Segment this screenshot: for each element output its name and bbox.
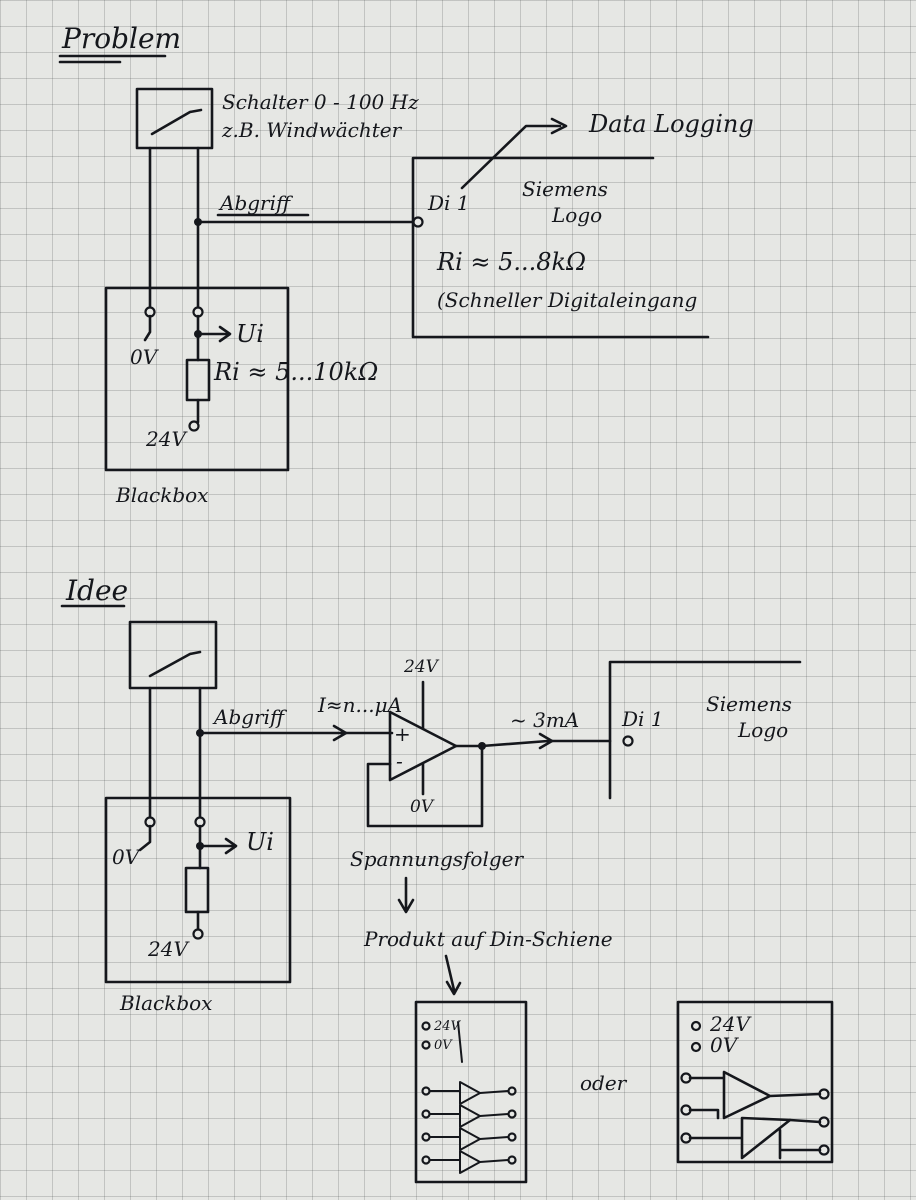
opamp-supply-24v: 24V (403, 657, 440, 677)
problem-switch-box (135, 87, 214, 150)
problem-heading-underline (58, 54, 167, 64)
idea-follower-arrow (397, 876, 415, 914)
idea-current-in: I≈n...μA (317, 693, 402, 717)
problem-logging-arrowhead (550, 117, 568, 135)
problem-switch-label-1: Schalter 0 - 100 Hz (222, 90, 419, 114)
problem-blackbox-frame (104, 286, 290, 472)
idea-di1-label: Di 1 (621, 707, 664, 731)
module-b-pin-24v (690, 1020, 702, 1032)
problem-logo-name-2: Logo (551, 203, 602, 227)
problem-tap-label: Abgriff (218, 191, 294, 215)
problem-bb-ui-label: Ui (236, 320, 264, 348)
problem-logo-box (411, 156, 710, 339)
module-a-0v: 0V (434, 1038, 453, 1053)
idea-bb-0v-stub (138, 824, 152, 852)
idea-switch-symbol (148, 650, 202, 678)
module-a-frame (414, 1000, 528, 1184)
problem-logging-line (460, 124, 562, 190)
module-b-24v: 24V (709, 1012, 752, 1036)
idea-switch-box (128, 620, 218, 690)
problem-bb-0v-label: 0V (130, 345, 160, 369)
module-b-pin-0v (690, 1041, 702, 1053)
module-a-followers (421, 1081, 517, 1174)
idea-current-out: ~ 3mA (510, 708, 579, 732)
problem-bb-ui-arrow (196, 325, 232, 343)
idea-bb-ui-arrow (198, 837, 238, 855)
problem-bb-24v-label: 24V (145, 427, 188, 451)
problem-tap-node (194, 218, 202, 226)
module-a-pin-24v (421, 1021, 431, 1031)
problem-bb-resistor (185, 358, 211, 402)
module-a-supply-wire (457, 1021, 463, 1063)
problem-blackbox-label: Blackbox (115, 483, 208, 507)
opamp-plus: + (394, 722, 411, 746)
idea-bb-24v-label: 24V (147, 937, 190, 961)
idea-logo-name-2: Logo (737, 718, 788, 742)
opamp-feedback-loop (366, 744, 484, 828)
module-a-pin-0v (421, 1040, 431, 1050)
problem-logo-note: (Schneller Digitaleingang (437, 288, 697, 312)
problem-bb-0v-stub (143, 314, 152, 342)
problem-heading: Problem (61, 22, 181, 55)
problem-di1-pin (412, 216, 424, 228)
problem-di1-label: Di 1 (427, 191, 470, 215)
problem-bb-ri-label: Ri ≈ 5...10kΩ (213, 358, 378, 386)
idea-product-arrow (444, 954, 462, 996)
idea-bb-pin-24v (192, 928, 204, 940)
module-a-24v: 24V (433, 1019, 462, 1034)
idea-bb-0v-label: 0V (112, 845, 142, 869)
idea-di1-pin (622, 735, 634, 747)
problem-switch-label-2: z.B. Windwächter (221, 118, 403, 142)
problem-data-logging: Data Logging (588, 110, 754, 138)
idea-logo-box (608, 660, 802, 800)
idea-blackbox-label: Blackbox (119, 991, 212, 1015)
module-b-0v: 0V (710, 1033, 740, 1057)
idea-logo-name-1: Siemens (706, 692, 792, 716)
module-b-frame (676, 1000, 834, 1164)
problem-switch-symbol (150, 108, 203, 136)
idea-bb-resistor (184, 866, 210, 914)
idea-product-label: Produkt auf Din-Schiene (363, 927, 613, 951)
idea-heading: Idee (65, 574, 128, 607)
idea-bb-ui-label: Ui (246, 828, 274, 856)
problem-bb-pin-24v (188, 420, 200, 432)
idea-follower-label: Spannungsfolger (350, 847, 524, 871)
opamp-minus: - (396, 749, 403, 773)
module-b-followers (680, 1070, 830, 1160)
problem-logo-ri: Ri ≈ 5...8kΩ (436, 248, 586, 276)
opamp-supply-0v: 0V (410, 797, 435, 817)
idea-tap-label: Abgriff (212, 705, 288, 729)
problem-logo-name-1: Siemens (522, 177, 608, 201)
idea-blackbox-frame (104, 796, 292, 984)
idea-oder: oder (580, 1071, 628, 1095)
idea-output-arrow (480, 732, 554, 750)
